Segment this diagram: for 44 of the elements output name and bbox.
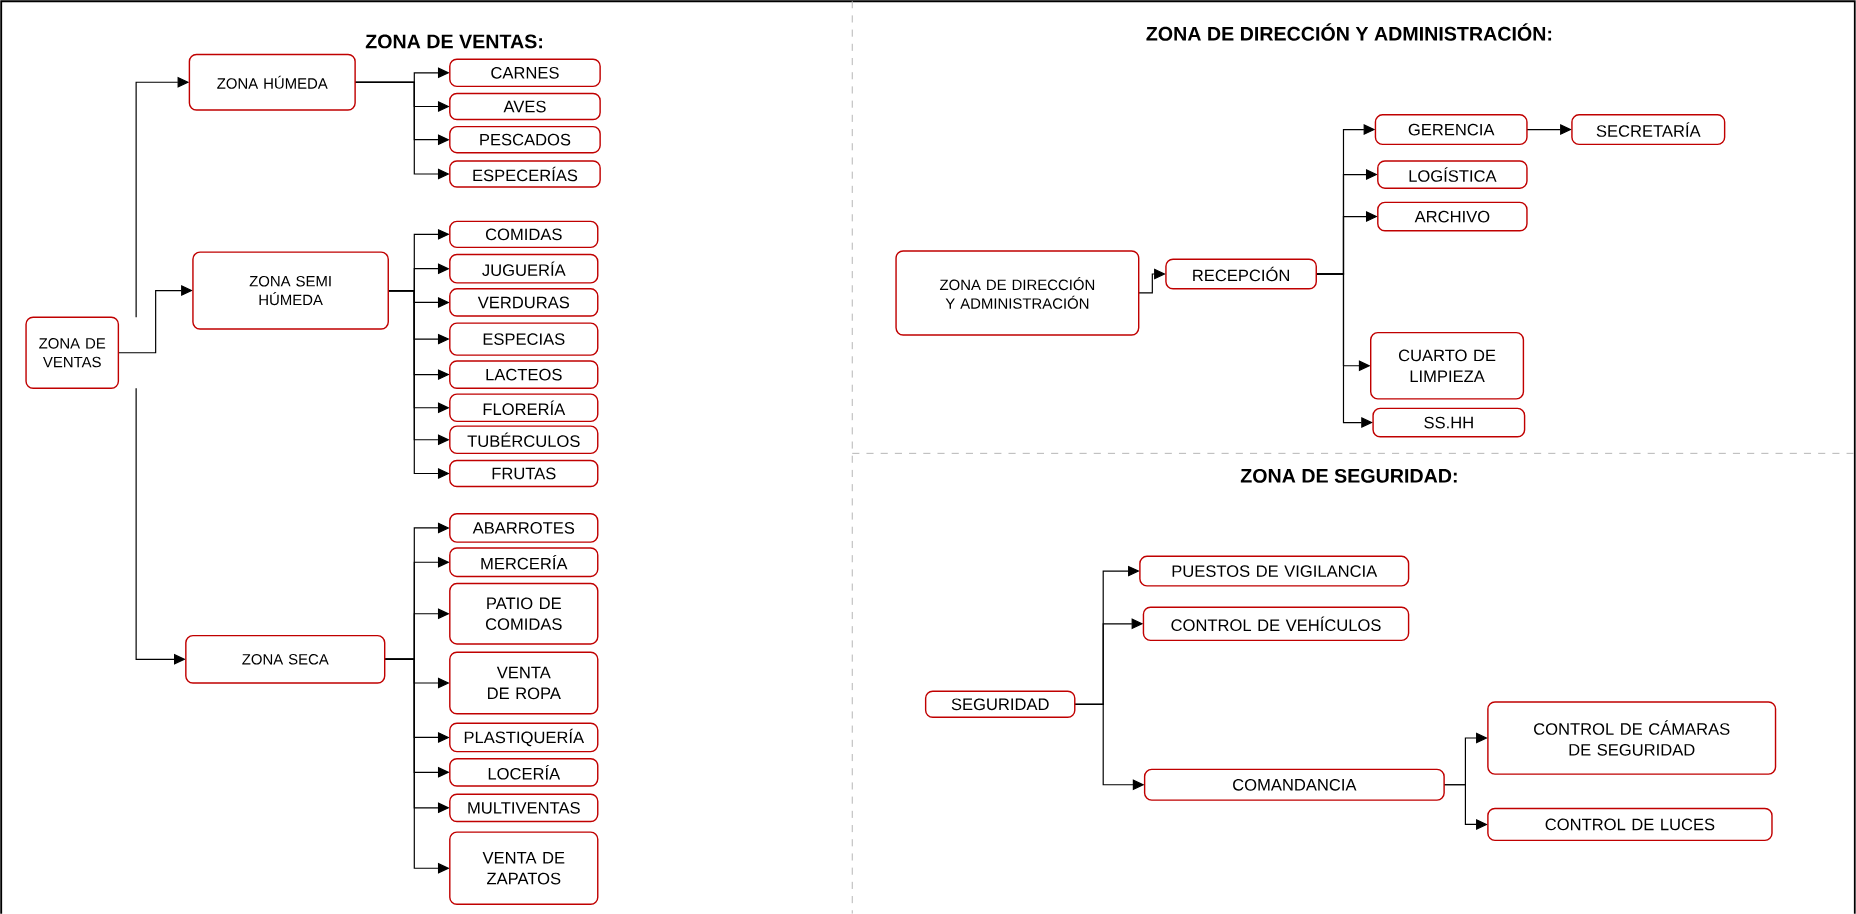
arrow bbox=[1443, 784, 1488, 830]
zone-box: JUGUERÍA bbox=[449, 253, 599, 284]
zone-box: LOCERÍA bbox=[449, 758, 599, 787]
zone-box: CONTROL DE LUCES bbox=[1487, 807, 1773, 842]
zone-box: ZONA DE DIRECCIÓN Y ADMINISTRACIÓN bbox=[895, 250, 1140, 336]
zone-box: SEGURIDAD bbox=[924, 690, 1076, 719]
zone-box: ABARROTES bbox=[449, 513, 599, 543]
zone-box: RECEPCIÓN bbox=[1165, 258, 1317, 290]
zone-box: SS.HH bbox=[1372, 407, 1526, 438]
zone-box: ARCHIVO bbox=[1377, 201, 1528, 232]
zone-box: LOGÍSTICA bbox=[1377, 160, 1528, 189]
zone-box: VENTA DE ZAPATOS bbox=[449, 831, 599, 906]
zone-box: LACTEOS bbox=[449, 360, 599, 390]
zone-box: GERENCIA bbox=[1374, 114, 1528, 146]
zone-box: COMANDANCIA bbox=[1143, 768, 1445, 801]
zone-box: CONTROL DE VEHÍCULOS bbox=[1142, 606, 1410, 642]
zone-box: FLORERÍA bbox=[449, 393, 599, 423]
zone-box: FRUTAS bbox=[449, 459, 599, 488]
zone-box: MERCERÍA bbox=[449, 547, 599, 578]
zone-box: ZONA SEMI HÚMEDA bbox=[192, 251, 389, 330]
zone-box: ZONA DE VENTAS bbox=[25, 316, 120, 390]
zone-box: MULTIVENTAS bbox=[449, 793, 599, 823]
zone-box: CONTROL DE CÁMARAS DE SEGURIDAD bbox=[1487, 701, 1777, 775]
zone-box: ESPECIAS bbox=[449, 322, 599, 356]
section-heading: ZONA DE DIRECCIÓN Y ADMINISTRACIÓN: bbox=[1146, 23, 1552, 41]
zone-box: ZONA HÚMEDA bbox=[188, 53, 356, 111]
zone-box: COMIDAS bbox=[449, 220, 599, 249]
zone-box: VENTA DE ROPA bbox=[449, 651, 599, 715]
zone-box: VERDURAS bbox=[449, 288, 599, 317]
zone-box: CARNES bbox=[449, 58, 601, 88]
arrow bbox=[1138, 268, 1166, 294]
zone-box: TUBÉRCULOS bbox=[449, 425, 599, 455]
section-heading: ZONA DE VENTAS: bbox=[365, 34, 542, 49]
zone-box: AVES bbox=[449, 92, 601, 121]
zone-box: PLASTIQUERÍA bbox=[449, 722, 599, 753]
zone-box: PESCADOS bbox=[449, 126, 601, 154]
zone-box: ESPECERÍAS bbox=[449, 160, 601, 188]
zone-box: PATIO DE COMIDAS bbox=[449, 582, 599, 645]
zone-box: SECRETARÍA bbox=[1571, 114, 1726, 146]
arrow bbox=[117, 285, 193, 354]
zone-box: PUESTOS DE VIGILANCIA bbox=[1139, 555, 1410, 587]
zone-box: CUARTO DE LIMPIEZA bbox=[1370, 332, 1525, 400]
section-heading: ZONA DE SEGURIDAD: bbox=[1240, 469, 1457, 483]
zone-box: ZONA SECA bbox=[185, 635, 386, 684]
